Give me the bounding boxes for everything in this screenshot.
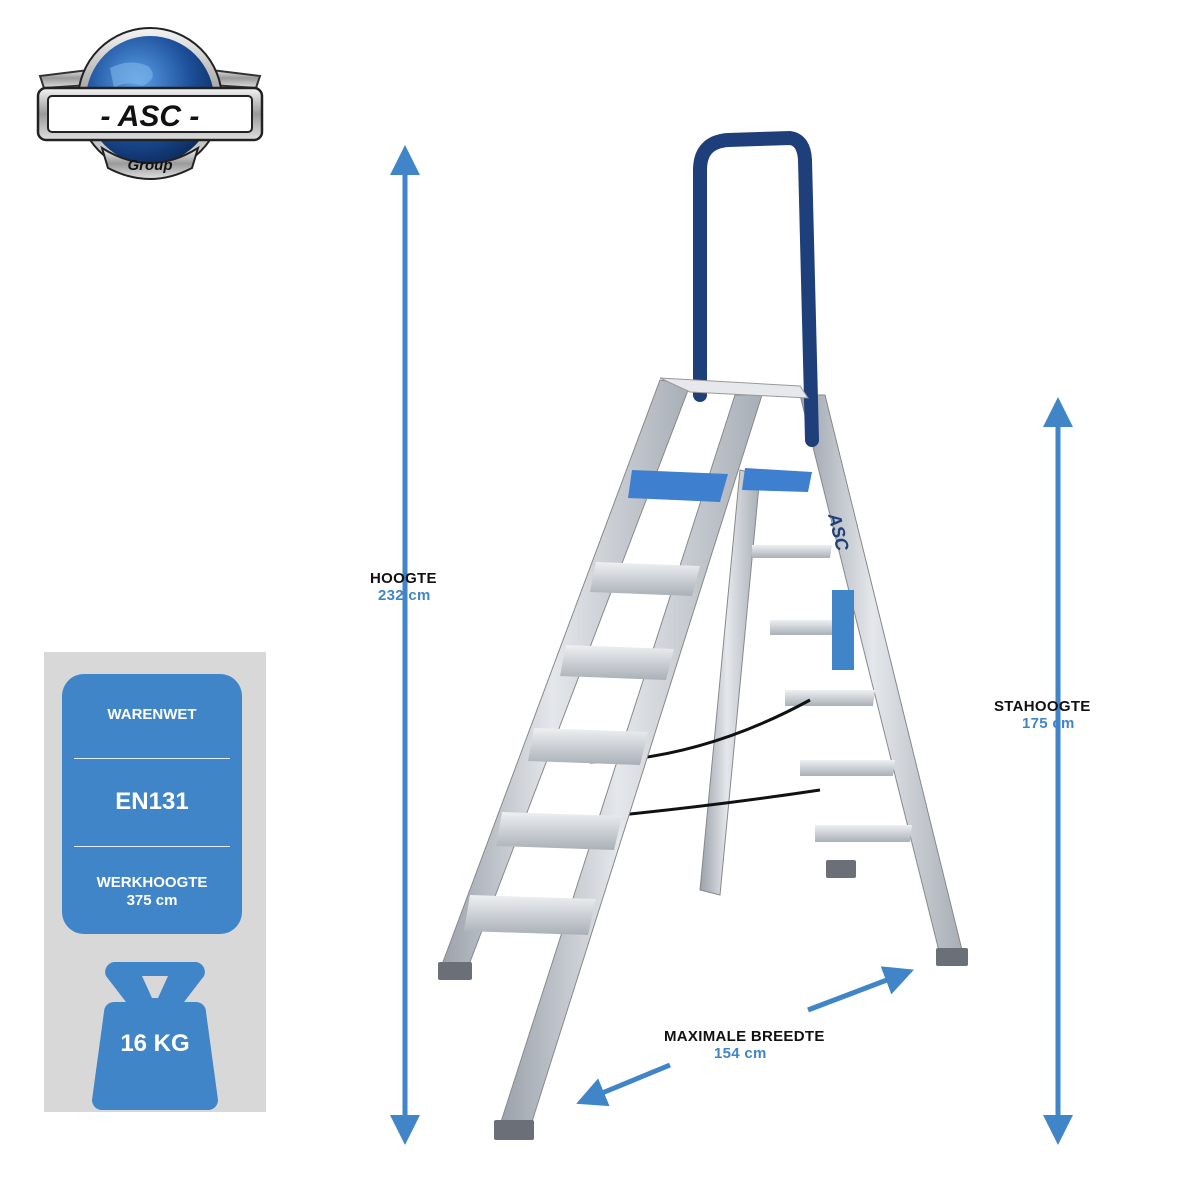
width-arrow-left [576,1062,671,1107]
width-value: 154 cm [714,1045,767,1062]
width-label: MAXIMALE BREEDTE [664,1028,825,1045]
norm-label: EN131 [115,788,189,815]
ladder-label-sticker [832,590,854,670]
ladder-back-frame [699,394,968,966]
spec-card: WARENWET EN131 WERKHOOGTE 375 cm [62,674,242,934]
logo-subtext: Group [128,157,173,174]
ladder-handrail [693,130,819,447]
standing-height-label: STAHOOGTE [994,698,1091,715]
width-arrow-right [807,966,915,1013]
height-value: 232 cm [378,587,431,604]
standard-label: WARENWET [107,706,197,723]
ladder-front-frame [438,377,812,1140]
divider [74,846,230,847]
weight-icon [92,962,218,1110]
standing-height-dimension: STAHOOGTE 175 cm [994,698,1091,732]
standing-height-value: 175 cm [1022,715,1075,732]
working-height-label: WERKHOOGTE [96,874,208,891]
height-label: HOOGTE [370,570,437,587]
logo-text: - ASC - [101,100,200,133]
blue-platform-step [628,470,728,502]
height-dimension: HOOGTE 232 cm [370,570,437,604]
safety-strap [619,788,821,817]
weight-value: 16 KG [120,1030,190,1057]
divider [74,758,230,759]
asc-group-logo: - ASC - Group [36,27,264,180]
spec-panel: WARENWET EN131 WERKHOOGTE 375 cm 16 KG [44,652,266,1112]
width-dimension: MAXIMALE BREEDTE 154 cm [664,1028,825,1062]
working-height-value: 375 cm [126,892,178,909]
